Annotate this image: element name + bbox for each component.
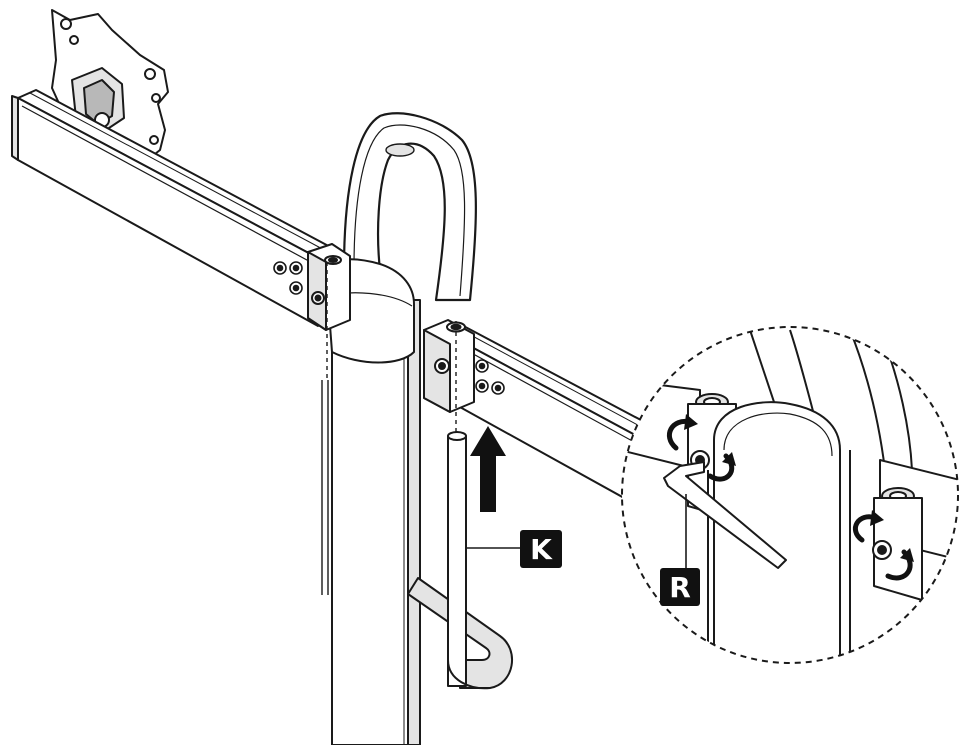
left-connector <box>307 243 351 331</box>
top-handle <box>342 112 477 302</box>
left-beam-screws <box>273 261 303 295</box>
l-post-k <box>407 431 514 690</box>
insertion-guides <box>326 262 457 432</box>
part-label-r-text: R <box>669 571 691 604</box>
allen-key <box>663 461 787 569</box>
part-label-r: R <box>660 494 700 606</box>
part-label-k: K <box>466 530 562 568</box>
left-crossbar <box>11 89 337 327</box>
center-column <box>321 258 421 745</box>
detail-callout <box>621 326 959 664</box>
part-label-k-text: K <box>530 533 553 566</box>
right-connector <box>423 319 475 413</box>
up-arrow-icon <box>470 426 506 512</box>
right-beam-screws <box>475 359 505 395</box>
